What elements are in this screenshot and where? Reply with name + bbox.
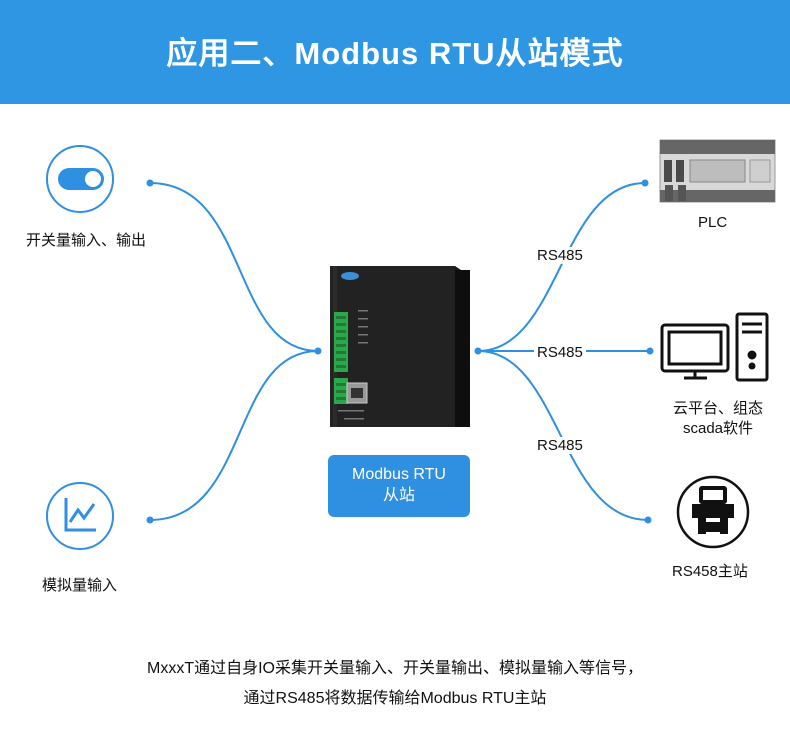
dot-analog bbox=[146, 516, 154, 524]
dot-plc bbox=[641, 179, 649, 187]
switch-io-label: 开关量输入、输出 bbox=[26, 232, 147, 249]
plc-device-graphic bbox=[659, 139, 776, 203]
io-module-device bbox=[330, 266, 470, 427]
scada-label-line1: 云平台、组态 bbox=[672, 400, 763, 417]
plc-label: PLC bbox=[698, 214, 728, 231]
page-title: 应用二、Modbus RTU从站模式 bbox=[166, 36, 624, 71]
analog-input-label: 模拟量输入 bbox=[42, 577, 118, 594]
header-banner: 应用二、Modbus RTU从站模式 bbox=[0, 0, 790, 104]
rs485-label-middle: RS485 bbox=[534, 344, 586, 361]
link-switch-to-device bbox=[149, 182, 319, 352]
toggle-switch-icon bbox=[46, 145, 114, 213]
dot-device-right bbox=[474, 347, 482, 355]
link-analog-to-device bbox=[149, 350, 319, 521]
dot-scada bbox=[646, 347, 654, 355]
rs-master-label: RS458主站 bbox=[672, 563, 748, 580]
computer-graphic bbox=[660, 312, 769, 382]
caption-line1: MxxxT通过自身IO采集开关量输入、开关量输出、模拟量输入等信号， bbox=[147, 660, 643, 677]
scada-label-line2: scada软件 bbox=[682, 420, 754, 437]
caption-line2: 通过RS485将数据传输给Modbus RTU主站 bbox=[243, 690, 547, 707]
rs485-master-graphic bbox=[676, 475, 750, 549]
analog-chart-icon bbox=[46, 482, 114, 550]
device-label-line1: Modbus RTU bbox=[352, 466, 446, 483]
link-device-to-master bbox=[477, 350, 649, 521]
dot-switch bbox=[146, 179, 154, 187]
dot-master bbox=[644, 516, 652, 524]
device-label-line2: 从站 bbox=[382, 487, 415, 504]
rs485-label-top: RS485 bbox=[534, 247, 586, 264]
dot-device-left bbox=[314, 347, 322, 355]
rs485-label-bottom: RS485 bbox=[534, 437, 586, 454]
link-device-to-plc bbox=[477, 182, 646, 352]
modbus-rtu-slave-box: Modbus RTU 从站 bbox=[328, 455, 470, 517]
